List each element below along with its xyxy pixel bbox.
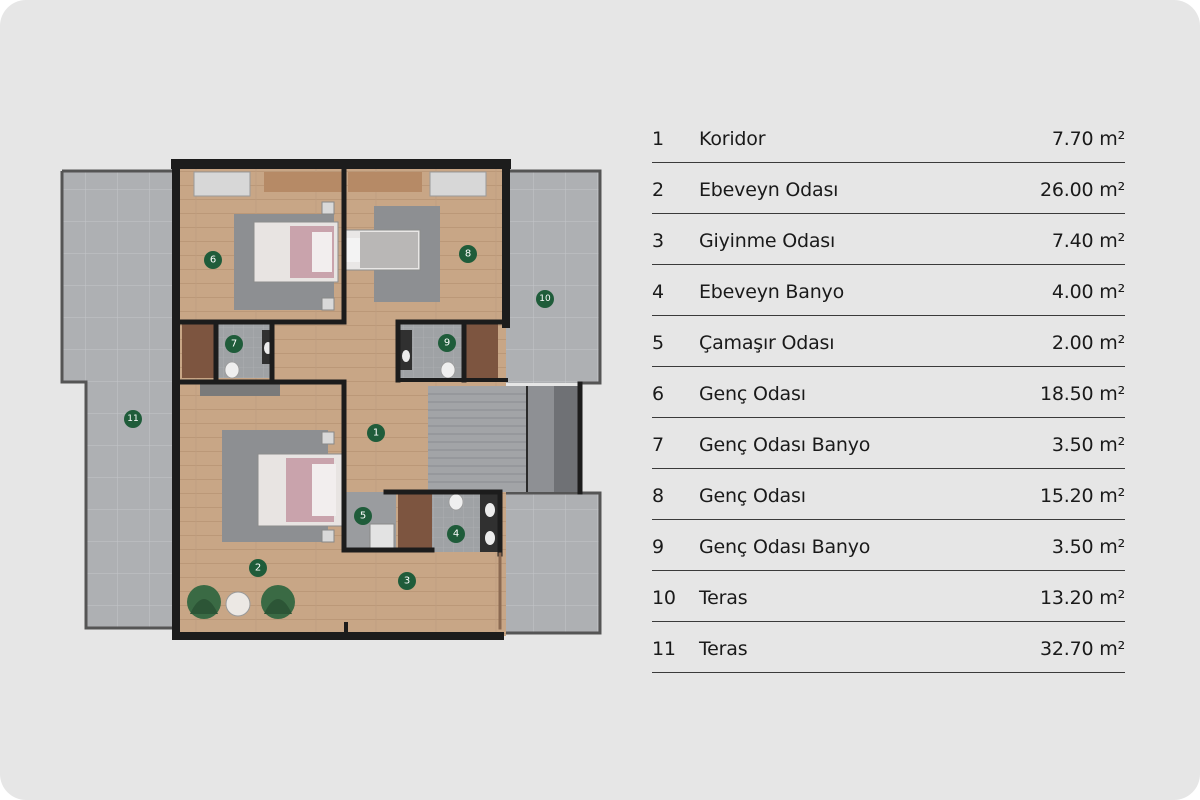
- terrace-10: [501, 169, 602, 385]
- room-number: 10: [652, 587, 676, 609]
- room-area: 18.50 m²: [1040, 383, 1125, 405]
- room-area: 32.70 m²: [1040, 638, 1125, 660]
- svg-text:1: 1: [373, 428, 379, 439]
- svg-text:4: 4: [453, 529, 459, 540]
- table-row: 10 Teras 13.20 m²: [652, 571, 1125, 622]
- plan-marker-3: 3: [398, 572, 416, 590]
- room-number: 6: [652, 383, 664, 405]
- plan-marker-8: 8: [459, 245, 477, 263]
- table-row: 8 Genç Odası 15.20 m²: [652, 469, 1125, 520]
- plan-marker-7: 7: [225, 335, 243, 353]
- table-row: 1 Koridor 7.70 m²: [652, 112, 1125, 163]
- stairs: [428, 386, 578, 492]
- room-name: Genç Odası: [699, 485, 806, 507]
- svg-text:5: 5: [360, 511, 366, 522]
- plan-marker-5: 5: [354, 507, 372, 525]
- room-name: Giyinme Odası: [699, 230, 836, 252]
- svg-text:10: 10: [539, 294, 551, 304]
- room-number: 5: [652, 332, 664, 354]
- room-area-table: 1 Koridor 7.70 m² 2 Ebeveyn Odası 26.00 …: [652, 112, 1125, 673]
- room-area: 3.50 m²: [1051, 536, 1125, 558]
- plan-marker-2: 2: [249, 559, 267, 577]
- room-area: 26.00 m²: [1040, 179, 1125, 201]
- room-number: 3: [652, 230, 664, 252]
- walls: [171, 159, 583, 640]
- room-number: 2: [652, 179, 664, 201]
- room-area: 3.50 m²: [1051, 434, 1125, 456]
- plan-marker-10: 10: [536, 290, 554, 308]
- table-row: 7 Genç Odası Banyo 3.50 m²: [652, 418, 1125, 469]
- room-number: 7: [652, 434, 664, 456]
- plan-marker-1: 1: [367, 424, 385, 442]
- room-name: Çamaşır Odası: [699, 332, 835, 354]
- svg-text:9: 9: [444, 338, 450, 349]
- room-name: Ebeveyn Odası: [699, 179, 839, 201]
- bathroom-7: [182, 324, 274, 379]
- bathroom-4: [398, 493, 500, 552]
- plan-marker-6: 6: [204, 251, 222, 269]
- terrace-11: [60, 169, 176, 630]
- bed-6: [253, 221, 339, 283]
- lower-terrace: [506, 491, 602, 635]
- table-row: 5 Çamaşır Odası 2.00 m²: [652, 316, 1125, 367]
- laundry-5: [346, 492, 396, 552]
- plan-marker-11: 11: [124, 410, 142, 428]
- table-row: 11 Teras 32.70 m²: [652, 622, 1125, 673]
- bed-2: [257, 453, 343, 527]
- bed-8: [343, 229, 421, 271]
- table-row: 2 Ebeveyn Odası 26.00 m²: [652, 163, 1125, 214]
- room-area: 2.00 m²: [1051, 332, 1125, 354]
- room-area: 15.20 m²: [1040, 485, 1125, 507]
- bathroom-9: [400, 324, 498, 379]
- room-name: Genç Odası Banyo: [699, 536, 871, 558]
- room-number: 1: [652, 128, 664, 150]
- room-number: 4: [652, 281, 664, 303]
- room-area: 7.40 m²: [1051, 230, 1125, 252]
- room-area: 13.20 m²: [1040, 587, 1125, 609]
- svg-text:3: 3: [404, 576, 410, 587]
- plan-marker-4: 4: [447, 525, 465, 543]
- plan-marker-9: 9: [438, 334, 456, 352]
- table-row: 4 Ebeveyn Banyo 4.00 m²: [652, 265, 1125, 316]
- room-number: 9: [652, 536, 664, 558]
- room-number: 11: [652, 638, 676, 660]
- dressing-room-3: [346, 554, 498, 630]
- armchairs: [187, 585, 295, 619]
- room-name: Teras: [699, 587, 748, 609]
- room-name: Koridor: [699, 128, 766, 150]
- room-area: 7.70 m²: [1051, 128, 1125, 150]
- table-row: 9 Genç Odası Banyo 3.50 m²: [652, 520, 1125, 571]
- floor-plan: 1 2 3 4 5 6 7 8: [60, 159, 602, 640]
- table-row: 3 Giyinme Odası 7.40 m²: [652, 214, 1125, 265]
- svg-text:8: 8: [465, 249, 471, 260]
- room-name: Ebeveyn Banyo: [699, 281, 845, 303]
- room-area: 4.00 m²: [1051, 281, 1125, 303]
- table-row: 6 Genç Odası 18.50 m²: [652, 367, 1125, 418]
- svg-text:6: 6: [210, 255, 216, 266]
- svg-text:7: 7: [231, 339, 237, 350]
- room-number: 8: [652, 485, 664, 507]
- room-name: Genç Odası Banyo: [699, 434, 871, 456]
- room-name: Teras: [699, 638, 748, 660]
- svg-text:11: 11: [127, 414, 138, 424]
- room-name: Genç Odası: [699, 383, 806, 405]
- svg-text:2: 2: [255, 563, 261, 574]
